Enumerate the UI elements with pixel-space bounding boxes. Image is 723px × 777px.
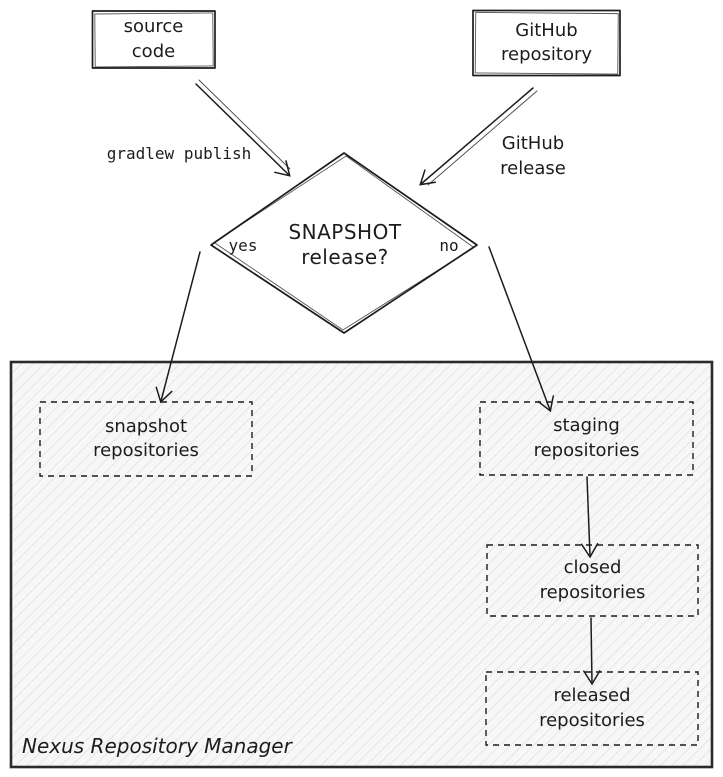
arrow-source-code-to-decision (195, 79, 291, 177)
arrow-decision-yes-to-snapshot-repositories (155, 251, 201, 404)
github-repository-box (472, 9, 621, 77)
arrow-staging-to-closed-repositories (580, 476, 599, 559)
nexus-repository-manager-container (9, 360, 714, 769)
snapshot-release-decision-diamond (210, 152, 478, 334)
arrow-closed-to-released-repositories (583, 617, 601, 686)
released-repositories-box (485, 671, 699, 746)
arrow-github-repository-to-decision (419, 87, 538, 186)
source-code-box (91, 10, 216, 69)
closed-repositories-box (486, 544, 699, 617)
arrow-decision-no-to-staging-repositories (488, 246, 555, 413)
